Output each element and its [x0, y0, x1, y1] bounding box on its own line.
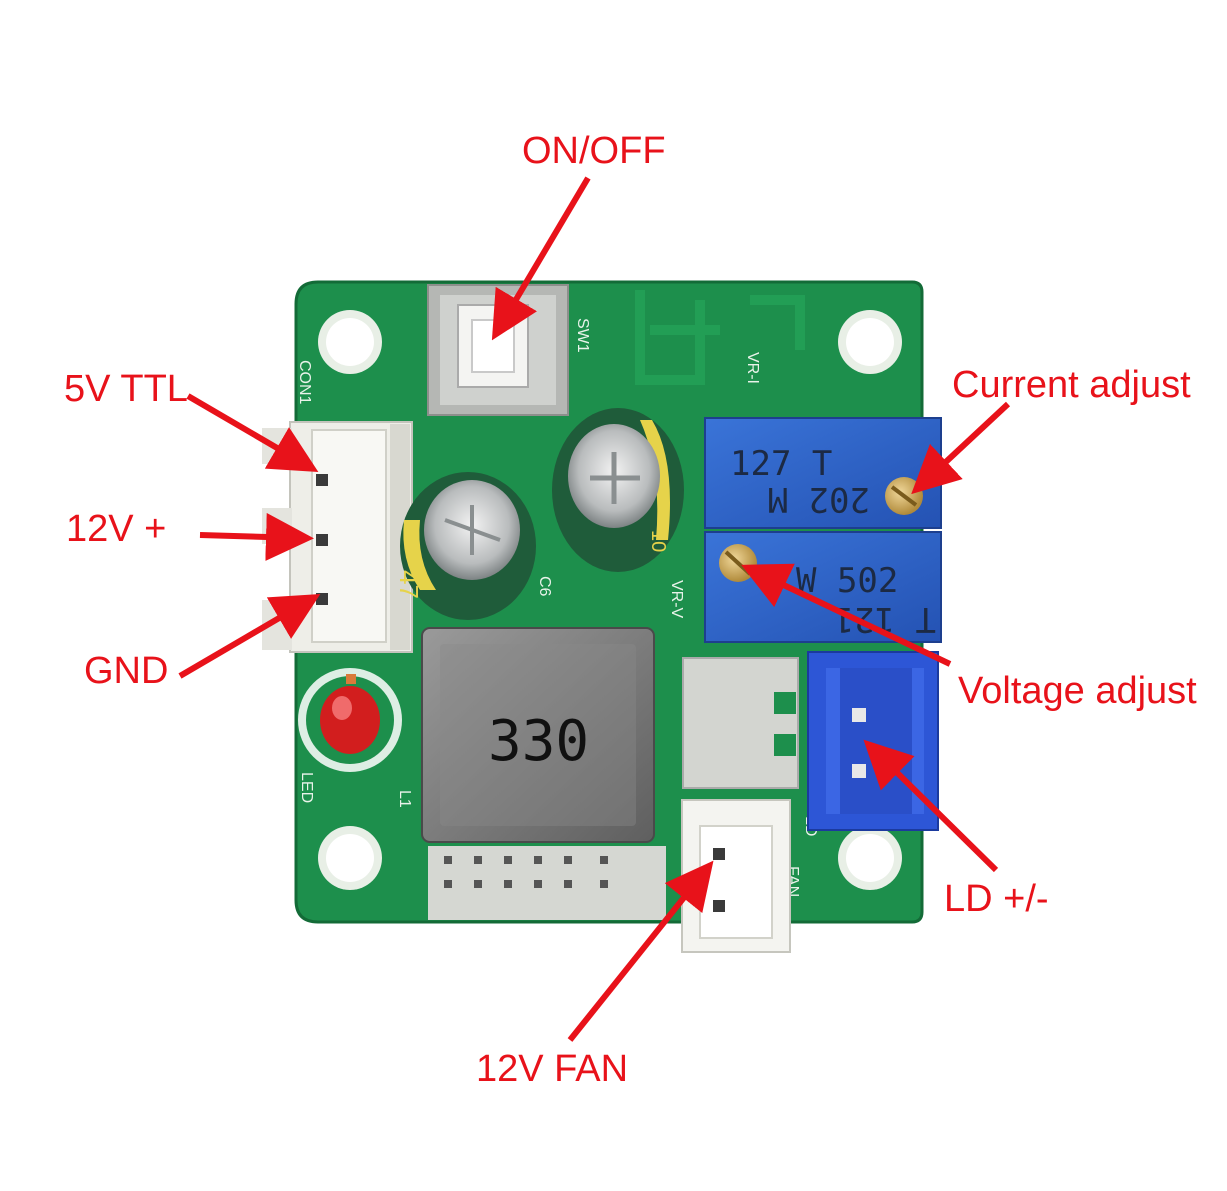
svg-text:10: 10: [647, 530, 669, 552]
label-12v-fan: 12V FAN: [476, 1048, 629, 1090]
label-on-off: ON/OFF: [522, 130, 666, 172]
silk-c6: C6: [536, 576, 553, 597]
label-current-adjust: Current adjust: [952, 364, 1191, 406]
pot-current-marking-2: 202 M: [768, 479, 870, 519]
pin-12v: [316, 534, 328, 546]
mounting-hole: [318, 310, 382, 374]
voltage-potentiometer[interactable]: W 502 T 121: [704, 531, 942, 643]
solder-pad-strip: [428, 846, 666, 920]
mounting-hole: [838, 826, 902, 890]
pot-voltage-marking: W 502: [796, 561, 898, 601]
silk-con1: CON1: [296, 360, 313, 405]
label-5v-ttl: 5V TTL: [64, 368, 188, 410]
led-indicator: [298, 668, 402, 772]
svg-text:47: 47: [394, 570, 424, 599]
silk-vr-v: VR-V: [668, 580, 685, 619]
arrow-ld: [863, 739, 999, 873]
fan-connector[interactable]: [681, 799, 791, 953]
label-gnd: GND: [84, 650, 169, 692]
pin-ld-minus: [852, 764, 866, 778]
current-adjust-screw[interactable]: [885, 477, 923, 515]
arrow-current-adjust: [911, 401, 1011, 495]
ld-connector[interactable]: [807, 651, 939, 831]
arrow-ttl: [186, 393, 319, 473]
mounting-hole: [318, 826, 382, 890]
label-voltage-adjust: Voltage adjust: [958, 670, 1197, 712]
arrow-on-off: [491, 176, 591, 341]
inductor-marking: 330: [488, 709, 589, 774]
mosfet-pad: [682, 657, 799, 789]
silk-led: LED: [298, 772, 315, 803]
arrow-12v-plus: [199, 512, 314, 561]
silk-l1: L1: [396, 790, 413, 808]
mounting-hole: [838, 310, 902, 374]
current-potentiometer[interactable]: 127 T 202 M: [704, 417, 942, 529]
pin-fan-1: [713, 848, 725, 860]
arrow-voltage-adjust: [741, 563, 952, 667]
capacitor: 10: [552, 408, 684, 572]
label-12v-plus: 12V +: [66, 508, 167, 550]
label-ld: LD +/-: [944, 878, 1049, 920]
inductor-l1: 330: [421, 627, 655, 843]
arrow-fan: [567, 860, 714, 1042]
silk-vr-i: VR-I: [744, 352, 761, 384]
on-off-switch[interactable]: [427, 284, 569, 416]
arrow-gnd: [178, 593, 321, 679]
capacitor: 47: [394, 472, 536, 620]
pin-ttl: [316, 474, 328, 486]
pin-ld-plus: [852, 708, 866, 722]
pin-fan-2: [713, 900, 725, 912]
voltage-adjust-screw[interactable]: [719, 544, 757, 582]
silk-sw1: SW1: [574, 318, 591, 353]
pot-current-marking: 127 T: [730, 444, 832, 484]
pin-gnd: [316, 593, 328, 605]
